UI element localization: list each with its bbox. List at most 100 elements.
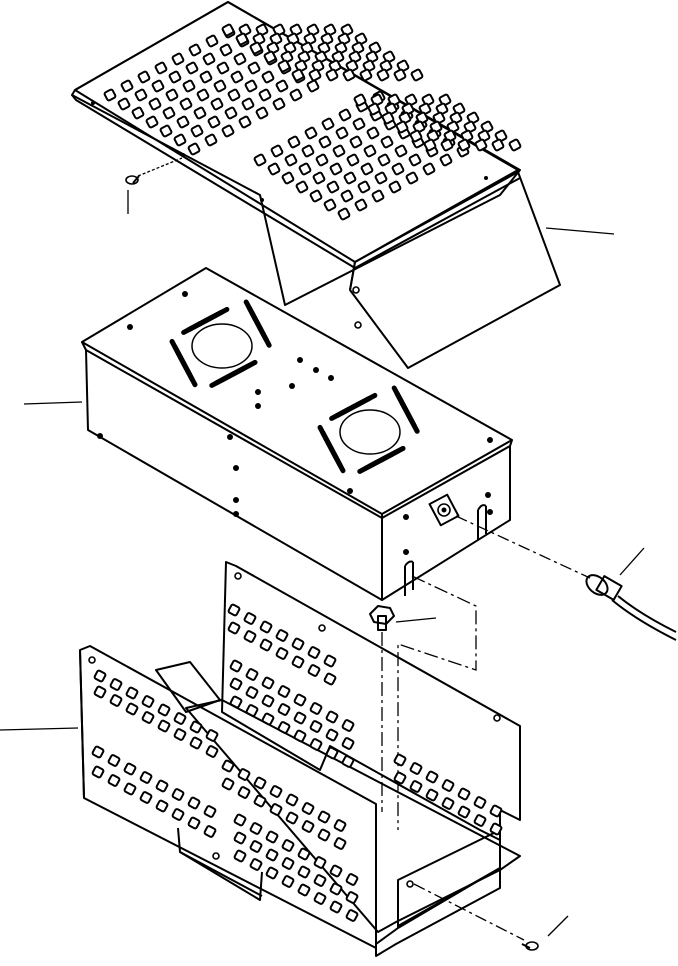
bracket-vent-hole xyxy=(221,759,235,773)
fan-blade-slot xyxy=(383,445,406,460)
bracket-vent-hole xyxy=(141,711,155,724)
connector-socket xyxy=(428,493,460,527)
bracket-vent-hole xyxy=(301,802,315,815)
bracket-vent-hole xyxy=(323,672,337,686)
bracket-vent-hole xyxy=(333,837,347,850)
cover-vent-hole xyxy=(354,198,368,212)
bracket-vent-hole xyxy=(107,754,121,767)
bracket-vent-hole xyxy=(245,686,259,699)
cover-vent-hole xyxy=(318,135,332,149)
connector-cable xyxy=(455,515,677,641)
bracket-vent-hole xyxy=(313,874,327,887)
cover-screw xyxy=(125,157,183,214)
bracket-vent-hole xyxy=(203,805,217,818)
mounting-bracket xyxy=(0,561,521,957)
bracket-vent-hole xyxy=(221,777,235,791)
cover-vent-hole xyxy=(187,142,201,156)
fan-box-end xyxy=(381,445,511,601)
bracket-vent-hole xyxy=(425,788,439,802)
bracket-vent-hole xyxy=(293,729,307,743)
bracket-vent-hole xyxy=(297,847,311,861)
bracket-vent-hole xyxy=(253,776,267,790)
bracket-vent-hole xyxy=(425,770,439,784)
bracket-vent-hole xyxy=(393,771,407,785)
cover-vent-hole xyxy=(335,126,349,140)
cover-vent-hole xyxy=(357,180,371,194)
cover-vent-hole xyxy=(393,68,407,82)
cover-vent-hole xyxy=(202,52,216,66)
bracket-vent-hole xyxy=(155,799,169,813)
cover-vent-hole xyxy=(359,68,373,82)
fan-box-top xyxy=(81,267,513,515)
cover-vent-hole xyxy=(176,115,190,129)
bracket-vent-hole xyxy=(237,786,251,799)
bracket-vent-hole xyxy=(457,787,471,801)
bracket-perforations xyxy=(91,603,503,922)
cover-vent-hole xyxy=(219,43,233,57)
fan-grille-left xyxy=(169,299,272,388)
bracket-vent-hole xyxy=(473,814,487,827)
bracket-vent-hole xyxy=(109,678,123,691)
cover-vent-hole xyxy=(298,162,312,176)
cover-vent-hole xyxy=(244,79,258,93)
fan-grille-right xyxy=(317,385,420,474)
cover-vent-hole xyxy=(137,70,151,84)
fan-blade-slot xyxy=(183,365,198,388)
cover-vent-hole xyxy=(395,120,409,134)
bracket-vent-hole xyxy=(285,793,299,807)
cover-vent-hole xyxy=(340,189,354,203)
bracket-vent-hole xyxy=(155,779,169,793)
bracket-vent-hole xyxy=(123,762,137,776)
bracket-vent-hole xyxy=(243,612,257,625)
cover-vent-hole xyxy=(207,115,221,129)
bracket-bolt xyxy=(369,575,477,830)
bracket-vent-hole xyxy=(205,729,219,742)
bracket-vent-hole xyxy=(277,685,291,698)
cover-vent-hole xyxy=(371,189,385,203)
cover-vent-hole xyxy=(210,97,224,111)
bracket-vent-hole xyxy=(269,785,283,798)
cover-vent-hole xyxy=(376,68,390,82)
bracket-vent-hole xyxy=(277,721,291,734)
cover-vent-hole xyxy=(474,138,488,152)
cover-vent-hole xyxy=(309,189,323,203)
bracket-vent-hole xyxy=(233,849,247,863)
bracket-vent-hole xyxy=(489,822,503,836)
cover-vent-hole xyxy=(241,97,255,111)
cover-vent-hole xyxy=(363,144,377,158)
cover-vent-hole xyxy=(394,144,408,158)
bracket-front-panel xyxy=(79,645,377,949)
cover-vent-hole xyxy=(221,124,235,138)
bracket-vent-hole xyxy=(141,695,155,708)
cover-vent-hole xyxy=(185,61,199,75)
cover-vent-hole xyxy=(367,102,381,116)
bracket-vent-hole xyxy=(341,737,355,750)
cover-vent-hole xyxy=(154,61,168,75)
cover-vent-hole xyxy=(261,70,275,84)
bracket-vent-hole xyxy=(233,831,247,845)
cover-vent-hole xyxy=(337,207,351,221)
bracket-vent-hole xyxy=(259,620,273,634)
bracket-vent-hole xyxy=(189,736,203,750)
bracket-vent-hole xyxy=(441,797,455,810)
bracket-vent-hole xyxy=(265,866,279,880)
bracket-vent-hole xyxy=(345,891,359,904)
fan-blade-slot xyxy=(405,411,420,434)
bracket-vent-hole xyxy=(329,900,343,914)
cover-vent-hole xyxy=(377,153,391,167)
cover-lip xyxy=(71,94,521,269)
fan-blade-slot xyxy=(331,451,346,474)
bracket-screw xyxy=(413,883,569,951)
bracket-vent-hole xyxy=(317,810,331,824)
bracket-vent-hole xyxy=(341,719,355,732)
cover-vent-hole xyxy=(120,79,134,93)
cover-vent-hole xyxy=(190,124,204,138)
bracket-vent-hole xyxy=(93,669,107,683)
bracket-vent-hole xyxy=(275,647,289,660)
cover-leader-line xyxy=(545,227,615,235)
bracket-vent-hole xyxy=(261,676,275,690)
cover-vent-hole xyxy=(148,97,162,111)
cover-vent-hole xyxy=(275,79,289,93)
